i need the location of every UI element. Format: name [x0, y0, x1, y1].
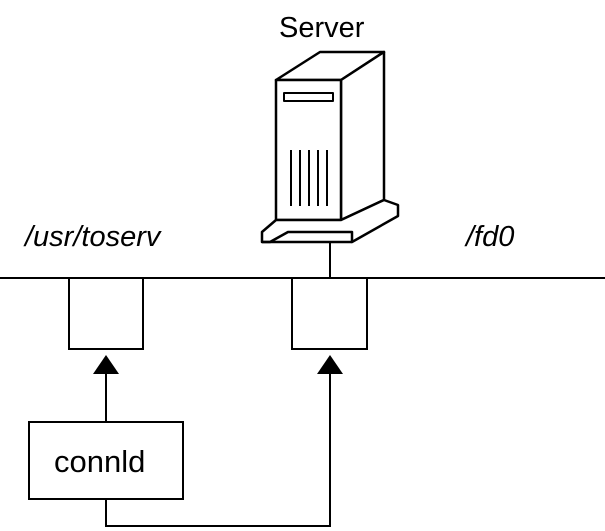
- arrowhead-right-icon: [317, 355, 343, 374]
- server-tower-icon: [260, 50, 400, 244]
- usr-toserv-label: /usr/toserv: [23, 221, 162, 253]
- arrowhead-left-icon: [93, 355, 119, 374]
- fd0-label: /fd0: [464, 221, 514, 253]
- connld-label: connld: [54, 444, 145, 479]
- fd0-node-box: [291, 278, 368, 350]
- server-label: Server: [279, 12, 365, 44]
- connld-to-fd0-path: [105, 374, 331, 527]
- usr-toserv-node-box: [68, 278, 144, 350]
- connld-box: [28, 421, 184, 500]
